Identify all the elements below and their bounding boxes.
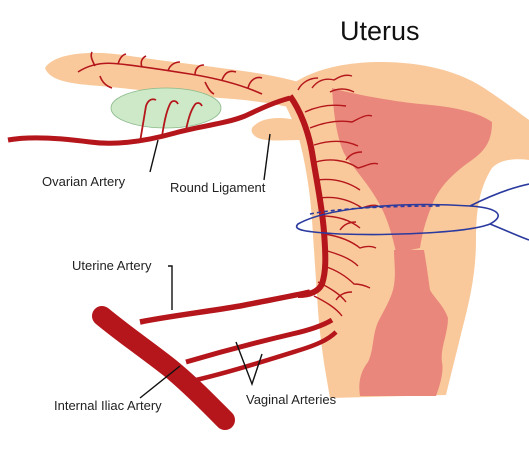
round-ligament-leader [263, 133, 271, 181]
uterine-artery-label: Uterine Artery [72, 258, 152, 273]
section-ring-dashed [309, 205, 441, 215]
vaginal-arteries-label: Vaginal Arteries [246, 392, 337, 407]
uterine-artery-leader [168, 265, 173, 310]
internal-iliac-artery-label: Internal Iliac Artery [54, 398, 162, 413]
tubal-arteries [77, 51, 263, 95]
ascending-uterine-artery [287, 94, 329, 298]
vaginal-artery-upper [185, 317, 334, 365]
uterine-wall-branches [297, 74, 379, 317]
ovarian-artery-leader [149, 139, 159, 173]
internal-iliac-artery [92, 306, 235, 430]
vaginal-arteries-leader [235, 341, 263, 387]
round-ligament-label: Round Ligament [170, 180, 266, 195]
ovarian-branches [139, 98, 203, 143]
cervix [359, 250, 448, 396]
internal-iliac-leader [139, 365, 181, 399]
diagram-title: Uterus [340, 16, 420, 46]
section-ring [295, 183, 529, 241]
fallopian-tube [45, 52, 310, 110]
ovary [110, 87, 222, 129]
uterine-cavity [332, 88, 492, 252]
vaginal-artery-lower [195, 330, 338, 383]
ovarian-artery-label: Ovarian Artery [42, 174, 126, 189]
uterine-artery [139, 289, 311, 325]
round-ligament [251, 117, 300, 141]
ovarian-artery [7, 95, 291, 146]
